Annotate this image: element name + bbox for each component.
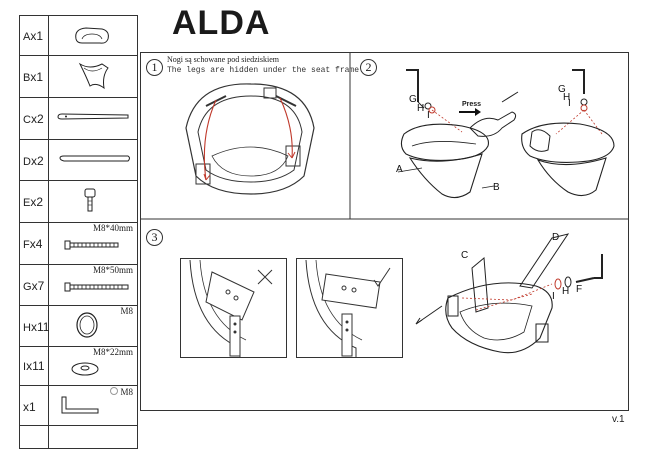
parts-column-divider (48, 16, 49, 448)
part-letter: I (23, 361, 27, 373)
part-row-a: Ax1 (20, 16, 137, 56)
product-title: ALDA (172, 4, 271, 42)
part-letter: D (23, 156, 31, 168)
step-3-label-h: H (562, 286, 570, 297)
part-row-b: Bx1 (20, 55, 137, 98)
part-count: x1 (30, 70, 44, 84)
step-2-label-i2: I (568, 98, 571, 109)
step-3-label-f: F (576, 284, 583, 295)
part-letter: B (23, 72, 31, 84)
step-2-label-a: A (396, 164, 403, 175)
part-row-c: Cx2 (20, 97, 137, 140)
part-spec: M8 (120, 387, 133, 397)
step-2-label-h: H (417, 103, 425, 114)
part-row-i: Ix11 M8*22mm (20, 346, 137, 386)
part-count: x2 (30, 112, 44, 126)
flat-washer-icon (71, 362, 99, 376)
step-2-label-i: I (427, 110, 430, 121)
step-2-label-g: G (409, 94, 417, 105)
step-2-label-h2: H (563, 92, 571, 103)
glide-foot-icon (84, 188, 96, 212)
leg-d-icon (59, 155, 130, 162)
cross-mark-icon (257, 269, 273, 285)
incorrect-detail-panel (180, 258, 287, 358)
part-spec: M8 (120, 306, 133, 316)
seat-base-icon (78, 62, 109, 90)
correct-detail-panel (296, 258, 403, 358)
part-count: x2 (30, 154, 44, 168)
part-letter: H (23, 322, 31, 334)
step-2-number: 2 (360, 59, 377, 76)
part-count: x11 (26, 359, 45, 373)
step-1-note-en: The legs are hidden under the seat frame (167, 66, 360, 75)
seat-back-icon (75, 27, 109, 44)
part-count: x11 (30, 320, 50, 334)
press-label: Press (462, 101, 482, 108)
step-2-label-b: B (493, 182, 500, 193)
check-mark-icon (373, 267, 391, 287)
part-letter: A (23, 31, 31, 43)
part-row-f: Fx4 M8*40mm (20, 222, 137, 265)
leg-c-icon (57, 113, 129, 120)
step-3-number: 3 (146, 229, 163, 246)
hex-socket-icon (110, 387, 119, 395)
parts-list: Ax1 Bx1 Cx2 Dx2 Ex2 Fx4 (19, 15, 138, 449)
step-2-label-g2: G (558, 84, 566, 95)
part-count: x7 (31, 279, 45, 293)
step-1-number: 1 (146, 59, 163, 76)
step-1-note-pl: Nogi są schowane pod siedziskiem (167, 55, 279, 64)
part-row-h: Hx11 M8 (20, 305, 137, 347)
part-count: x2 (30, 195, 44, 209)
bolt-m8-40-icon (64, 240, 119, 250)
part-letter: G (23, 281, 32, 293)
part-count: x1 (23, 400, 36, 414)
spring-washer-icon (76, 312, 98, 338)
part-letter: C (23, 114, 31, 126)
step-3-label-c: C (461, 250, 469, 261)
step-2-seat-assembly-illustration (397, 69, 615, 199)
part-spec: M8*50mm (92, 265, 133, 275)
version-label: v.1 (612, 414, 625, 425)
part-count: x4 (29, 237, 43, 251)
step-1-seat-frame-illustration (185, 83, 315, 195)
step-3-leg-assembly-illustration (415, 233, 603, 354)
part-letter: F (23, 239, 30, 251)
bolt-m8-50-icon (64, 282, 129, 292)
part-row-d: Dx2 (20, 139, 137, 181)
part-spec: M8*40mm (92, 223, 133, 233)
part-letter: E (23, 197, 31, 209)
part-row-g: Gx7 M8*50mm (20, 264, 137, 306)
instructions-frame (140, 52, 629, 411)
part-count: x1 (30, 29, 44, 43)
press-arrow-icon (459, 108, 481, 116)
part-row-allen-key: x1 M8 (20, 385, 137, 426)
allen-key-icon (61, 396, 99, 414)
part-row-e: Ex2 (20, 180, 137, 223)
step-3-label-i: I (552, 291, 555, 302)
part-spec: M8*22mm (92, 347, 133, 357)
